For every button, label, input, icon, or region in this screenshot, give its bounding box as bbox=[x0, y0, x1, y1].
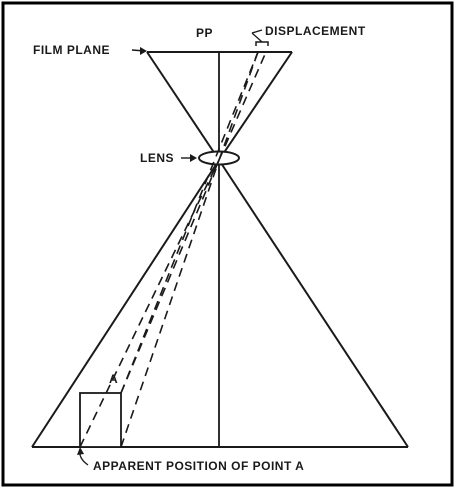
lens-label: LENS bbox=[140, 151, 175, 165]
object-box bbox=[79, 392, 122, 448]
apparent-position-arrowhead bbox=[77, 447, 84, 455]
apparent-position-label: APPARENT POSITION OF POINT A bbox=[93, 459, 305, 473]
point-a-label: A bbox=[109, 372, 119, 386]
film-plane-arrowhead bbox=[140, 47, 147, 55]
upper-cone-right-edge bbox=[218, 51, 293, 161]
lower-cone-right-edge bbox=[218, 159, 409, 448]
lens-arrowhead bbox=[190, 154, 197, 162]
ray-film-upper-b bbox=[218, 51, 267, 161]
displacement-label: DISPLACEMENT bbox=[265, 24, 366, 38]
upper-cone-left-edge bbox=[146, 51, 220, 161]
ray-film-upper-a bbox=[218, 51, 259, 161]
ray-base-of-object bbox=[120, 159, 220, 448]
ray-apparent-position bbox=[79, 159, 220, 448]
principal-point-label: PP bbox=[196, 26, 214, 40]
film-plane-label: FILM PLANE bbox=[33, 43, 110, 57]
displacement-bracket bbox=[255, 41, 269, 46]
displacement-pointer-tail bbox=[251, 29, 263, 34]
lower-cone-left-edge bbox=[31, 159, 220, 448]
ray-top-of-object-upper bbox=[120, 159, 220, 394]
ray-top-of-object bbox=[120, 51, 259, 394]
displacement-pointer bbox=[251, 32, 263, 43]
